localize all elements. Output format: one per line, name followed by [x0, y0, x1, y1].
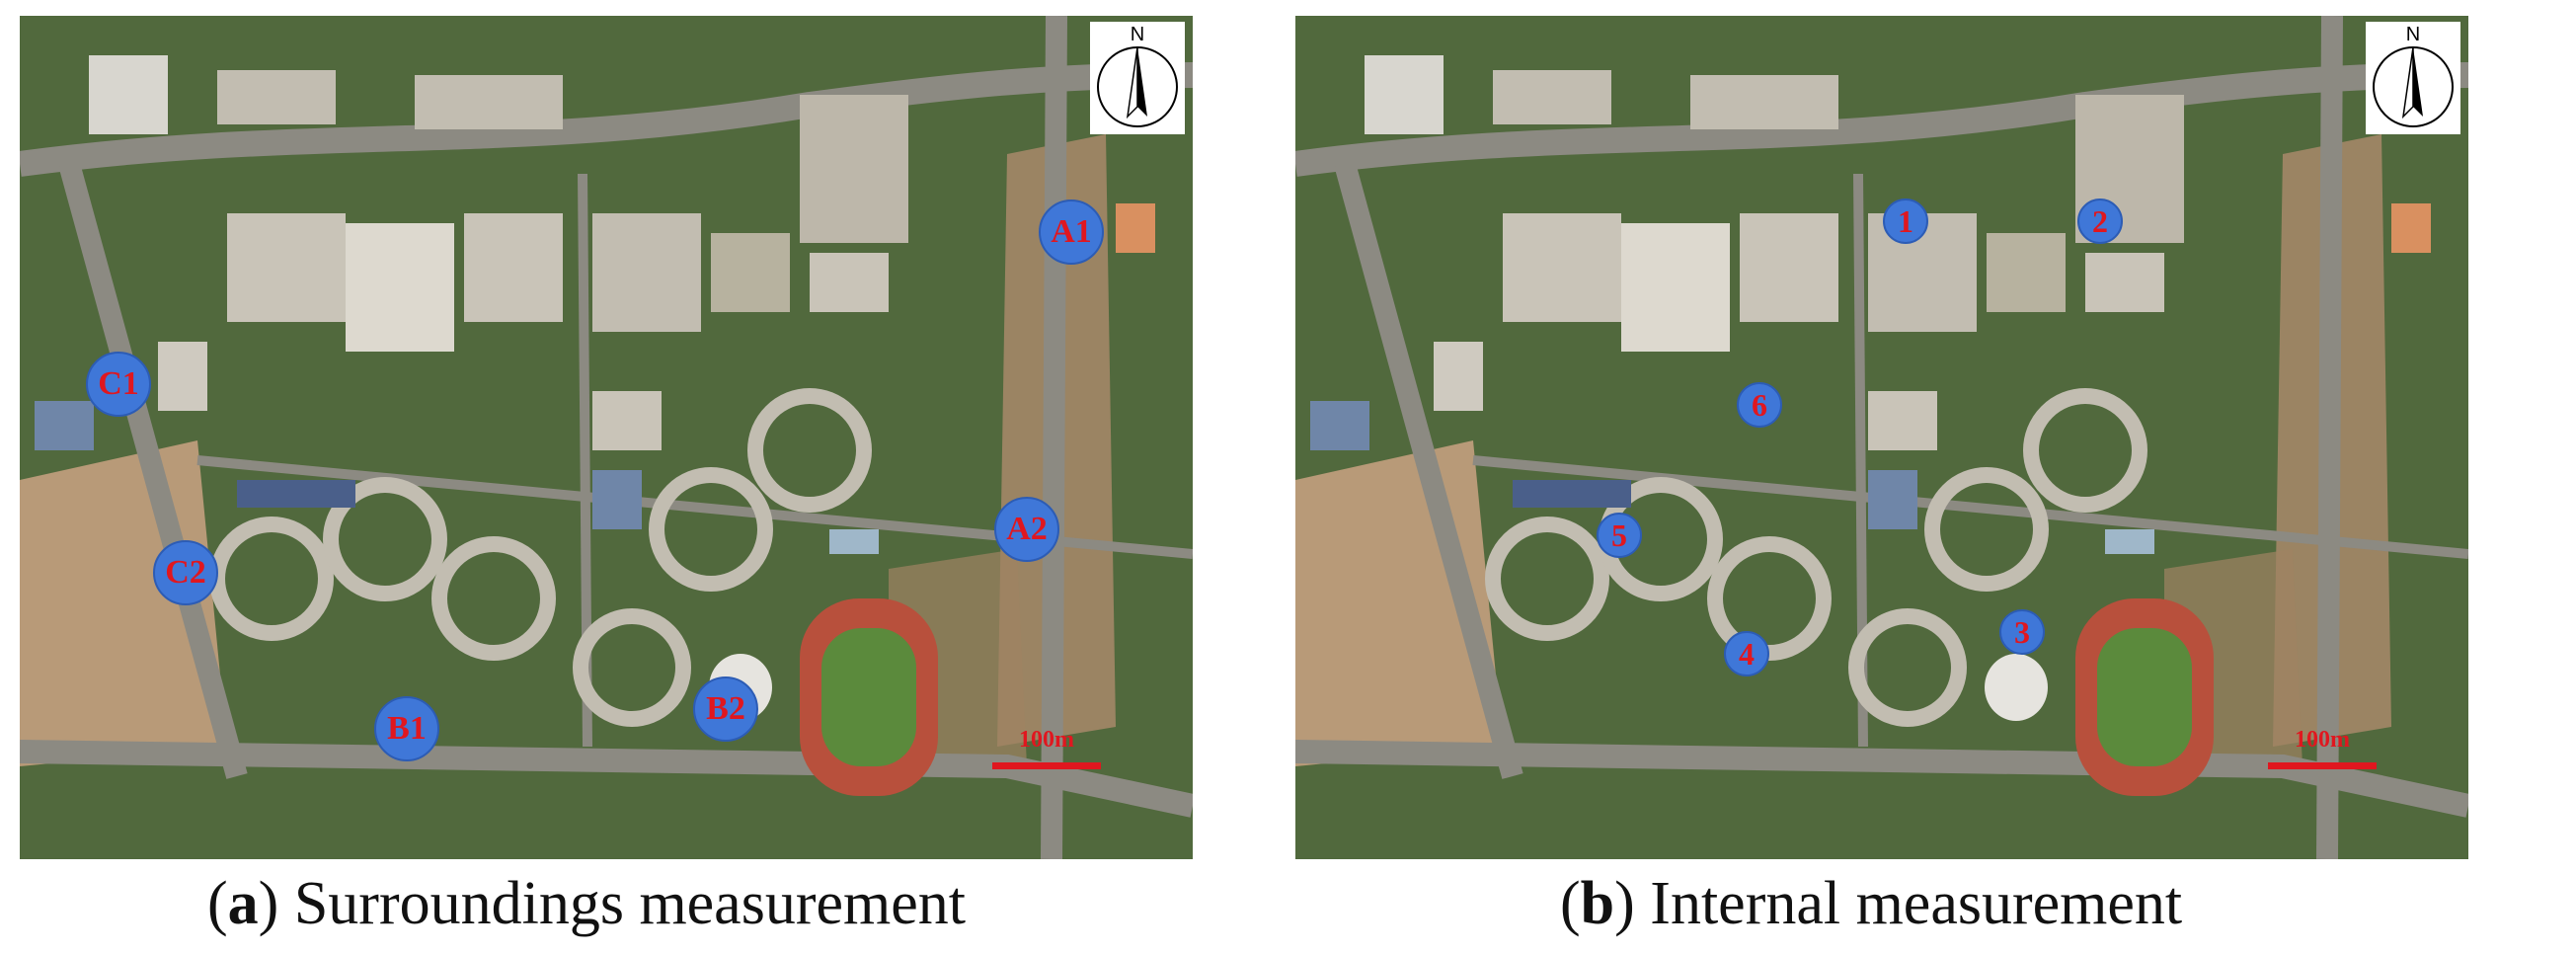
- scale-bar-line: [992, 762, 1101, 769]
- caption-letter: a: [227, 870, 259, 937]
- caption-text: Surroundings measurement: [278, 870, 966, 937]
- scale-label: 100m: [1019, 727, 1074, 753]
- measurement-point-6: 6: [1737, 382, 1782, 428]
- north-arrow-icon: N: [1090, 22, 1185, 134]
- measurement-point-1: 1: [1883, 199, 1928, 244]
- measurement-point-c2: C2: [153, 540, 218, 605]
- surroundings-map-panel: A1 A2 B1 B2 C1 C2 N 100m: [20, 16, 1193, 859]
- measurement-point-c1: C1: [86, 352, 151, 417]
- measurement-point-b2: B2: [693, 676, 758, 742]
- measurement-point-3: 3: [1999, 609, 2045, 655]
- satellite-map-image: [20, 16, 1193, 859]
- north-arrow-icon: N: [2366, 22, 2460, 134]
- internal-map-panel: 1 2 3 4 5 6 N 100m: [1295, 16, 2468, 859]
- caption-letter: b: [1580, 870, 1615, 937]
- satellite-map-image: [1295, 16, 2468, 859]
- north-label: N: [1130, 24, 1145, 45]
- scale-bar-line: [2268, 762, 2377, 769]
- caption-surroundings: (a) Surroundings measurement: [207, 870, 966, 937]
- measurement-point-a1: A1: [1039, 199, 1104, 265]
- measurement-point-5: 5: [1597, 513, 1642, 558]
- caption-internal: (b) Internal measurement: [1560, 870, 2183, 937]
- scale-label: 100m: [2295, 727, 2350, 753]
- measurement-point-a2: A2: [994, 497, 1059, 562]
- measurement-point-b1: B1: [374, 696, 439, 761]
- north-label: N: [2405, 24, 2421, 45]
- measurement-point-2: 2: [2077, 199, 2123, 244]
- caption-text: Internal measurement: [1634, 870, 2183, 937]
- measurement-point-4: 4: [1724, 631, 1769, 676]
